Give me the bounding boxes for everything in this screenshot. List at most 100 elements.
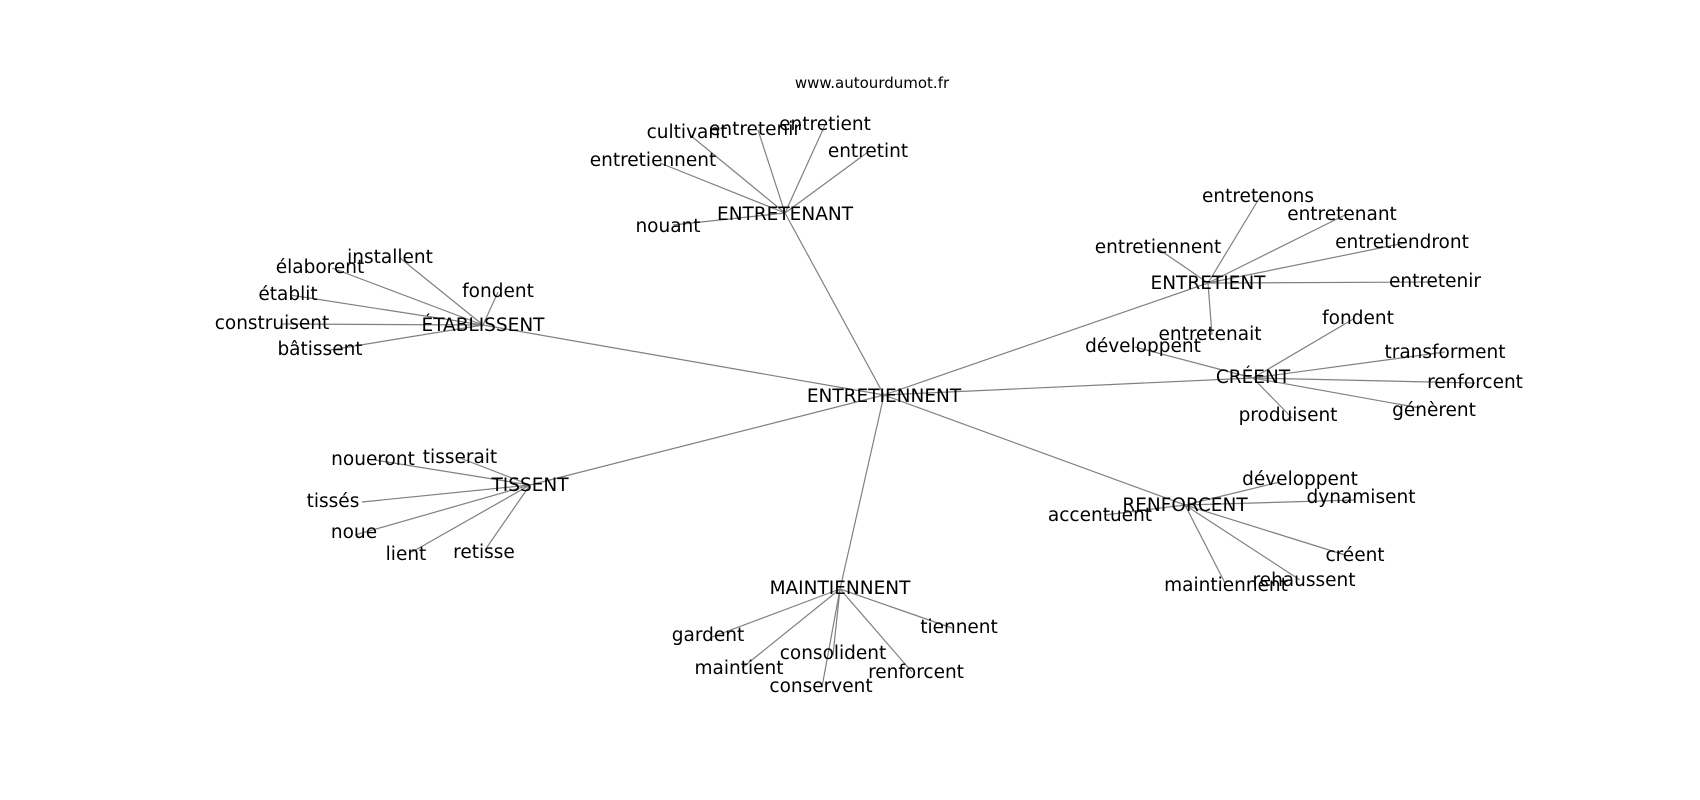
edge-c5-leaf-1 bbox=[711, 588, 841, 638]
edge-c3-leaf-1 bbox=[1252, 317, 1356, 379]
edge-c7-leaf-1 bbox=[331, 267, 484, 326]
leaf-node-c3-2: transforment bbox=[1384, 342, 1505, 363]
leaf-node-c1-1: entretiennent bbox=[590, 150, 717, 171]
cluster-node-c4: RENFORCENT bbox=[1122, 495, 1248, 516]
edge-center-c6 bbox=[529, 394, 885, 486]
leaf-node-c3-4: génèrent bbox=[1392, 400, 1476, 421]
edge-c3-leaf-2 bbox=[1252, 351, 1446, 379]
edge-c5-leaf-5 bbox=[821, 588, 841, 688]
leaf-node-c4-0: développent bbox=[1242, 469, 1358, 490]
leaf-node-c2-5: entretiennent bbox=[1095, 237, 1222, 258]
edge-c7-leaf-5 bbox=[329, 324, 484, 351]
edge-c2-leaf-2 bbox=[1207, 242, 1406, 284]
cluster-node-c1: ENTRETENANT bbox=[717, 204, 854, 225]
edge-c7-leaf-3 bbox=[289, 294, 484, 326]
edges-layer bbox=[281, 124, 1476, 688]
cluster-node-c5: MAINTIENNENT bbox=[770, 578, 912, 599]
leaf-node-c6-2: tissés bbox=[307, 491, 360, 512]
leaf-node-c1-5: entretint bbox=[828, 141, 908, 162]
edge-c4-leaf-1 bbox=[1184, 499, 1356, 506]
leaf-node-c1-3: entretenir bbox=[709, 119, 801, 140]
leaf-node-c1-2: cultivant bbox=[647, 122, 728, 143]
leaf-node-c1-4: entretient bbox=[779, 114, 871, 135]
edge-center-c1 bbox=[784, 212, 885, 396]
leaf-node-c4-1: dynamisent bbox=[1307, 487, 1416, 508]
leaf-node-c7-4: construisent bbox=[215, 313, 330, 334]
edge-c3-leaf-5 bbox=[1252, 377, 1293, 419]
edge-c4-leaf-5 bbox=[1184, 504, 1226, 584]
edge-c6-leaf-1 bbox=[459, 457, 531, 486]
leaf-node-c5-3: maintient bbox=[695, 658, 784, 679]
leaf-node-c2-0: entretenons bbox=[1202, 186, 1314, 207]
edge-c3-leaf-3 bbox=[1252, 377, 1476, 384]
edge-c1-leaf-0 bbox=[672, 212, 786, 226]
edge-c4-leaf-4 bbox=[1184, 504, 1301, 581]
leaf-node-c7-3: établit bbox=[258, 284, 317, 305]
leaf-node-c1-0: nouant bbox=[635, 216, 700, 237]
leaf-node-c5-4: renforcent bbox=[868, 662, 964, 683]
leaf-node-c5-5: conservent bbox=[769, 676, 872, 697]
edge-c5-leaf-2 bbox=[832, 588, 841, 656]
leaf-node-c7-0: installent bbox=[347, 247, 433, 268]
center-node: ENTRETIENNENT bbox=[807, 386, 962, 407]
leaf-node-c2-1: entretenant bbox=[1287, 204, 1397, 225]
edge-c7-leaf-0 bbox=[399, 257, 484, 326]
leaf-node-c3-5: produisent bbox=[1239, 405, 1338, 426]
edge-c4-leaf-2 bbox=[1104, 504, 1186, 516]
cluster-node-c7: ÉTABLISSENT bbox=[422, 314, 546, 336]
leaf-node-c4-4: rehaussent bbox=[1252, 570, 1355, 591]
leaf-node-c3-3: renforcent bbox=[1427, 372, 1523, 393]
leaf-node-c6-3: noue bbox=[331, 522, 377, 543]
leaf-node-c4-5: maintiennent bbox=[1164, 575, 1288, 596]
edge-c2-leaf-0 bbox=[1207, 196, 1261, 284]
leaf-node-c4-2: accentuent bbox=[1048, 505, 1152, 526]
leaf-node-c5-2: consolident bbox=[780, 643, 887, 664]
edge-c5-leaf-4 bbox=[839, 588, 913, 673]
leaf-node-c7-5: bâtissent bbox=[277, 339, 362, 360]
edge-center-c5 bbox=[839, 394, 885, 590]
edge-c7-leaf-2 bbox=[482, 291, 499, 326]
cluster-node-c3: CRÉENT bbox=[1216, 366, 1291, 388]
edge-c1-leaf-5 bbox=[784, 151, 869, 214]
edge-c2-leaf-5 bbox=[1156, 247, 1209, 284]
leaf-node-c5-0: tiennent bbox=[920, 617, 998, 638]
edge-c1-leaf-3 bbox=[757, 129, 786, 214]
leaf-node-c2-4: entretenait bbox=[1158, 324, 1261, 345]
leaf-node-c5-1: gardent bbox=[672, 625, 744, 646]
leaf-node-c4-3: créent bbox=[1325, 545, 1384, 566]
edge-c6-leaf-4 bbox=[411, 484, 531, 553]
edge-c2-leaf-1 bbox=[1207, 214, 1346, 284]
leaf-node-c7-2: fondent bbox=[462, 281, 534, 302]
edge-center-c7 bbox=[482, 324, 885, 396]
leaf-node-c6-0: noueront bbox=[331, 449, 415, 470]
cluster-node-c2: ENTRETIENT bbox=[1151, 273, 1267, 294]
edge-c7-leaf-4 bbox=[281, 323, 484, 326]
leaf-node-c2-3: entretenir bbox=[1389, 271, 1481, 292]
edge-c1-leaf-1 bbox=[659, 162, 786, 214]
edge-c1-leaf-4 bbox=[784, 124, 826, 214]
edge-c4-leaf-0 bbox=[1184, 481, 1281, 506]
edge-c6-leaf-5 bbox=[484, 484, 531, 551]
leaf-node-c3-0: développent bbox=[1085, 336, 1201, 357]
edge-c5-leaf-0 bbox=[839, 588, 953, 629]
edge-c6-leaf-2 bbox=[361, 484, 531, 503]
edge-center-c2 bbox=[883, 282, 1209, 396]
leaf-node-c3-1: fondent bbox=[1322, 308, 1394, 329]
edge-c2-leaf-4 bbox=[1207, 282, 1213, 336]
edge-c4-leaf-3 bbox=[1184, 504, 1346, 556]
leaf-node-c6-1: tisserait bbox=[423, 447, 497, 468]
watermark: www.autourdumot.fr bbox=[794, 74, 950, 92]
labels-layer: ENTRETIENNENT ENTRETENANT nouant entreti… bbox=[215, 114, 1523, 697]
edge-c1-leaf-2 bbox=[689, 134, 786, 214]
leaf-node-c2-2: entretiendront bbox=[1335, 232, 1469, 253]
edge-c6-leaf-3 bbox=[354, 484, 531, 536]
edge-center-c4 bbox=[883, 394, 1186, 506]
edge-c3-leaf-0 bbox=[1134, 346, 1254, 379]
edge-c5-leaf-3 bbox=[741, 588, 841, 669]
edge-c2-leaf-3 bbox=[1207, 281, 1436, 284]
leaf-node-c6-4: lient bbox=[386, 544, 427, 565]
edge-c3-leaf-4 bbox=[1252, 377, 1421, 409]
edge-center-c3 bbox=[883, 377, 1254, 396]
edge-c6-leaf-0 bbox=[374, 459, 531, 486]
